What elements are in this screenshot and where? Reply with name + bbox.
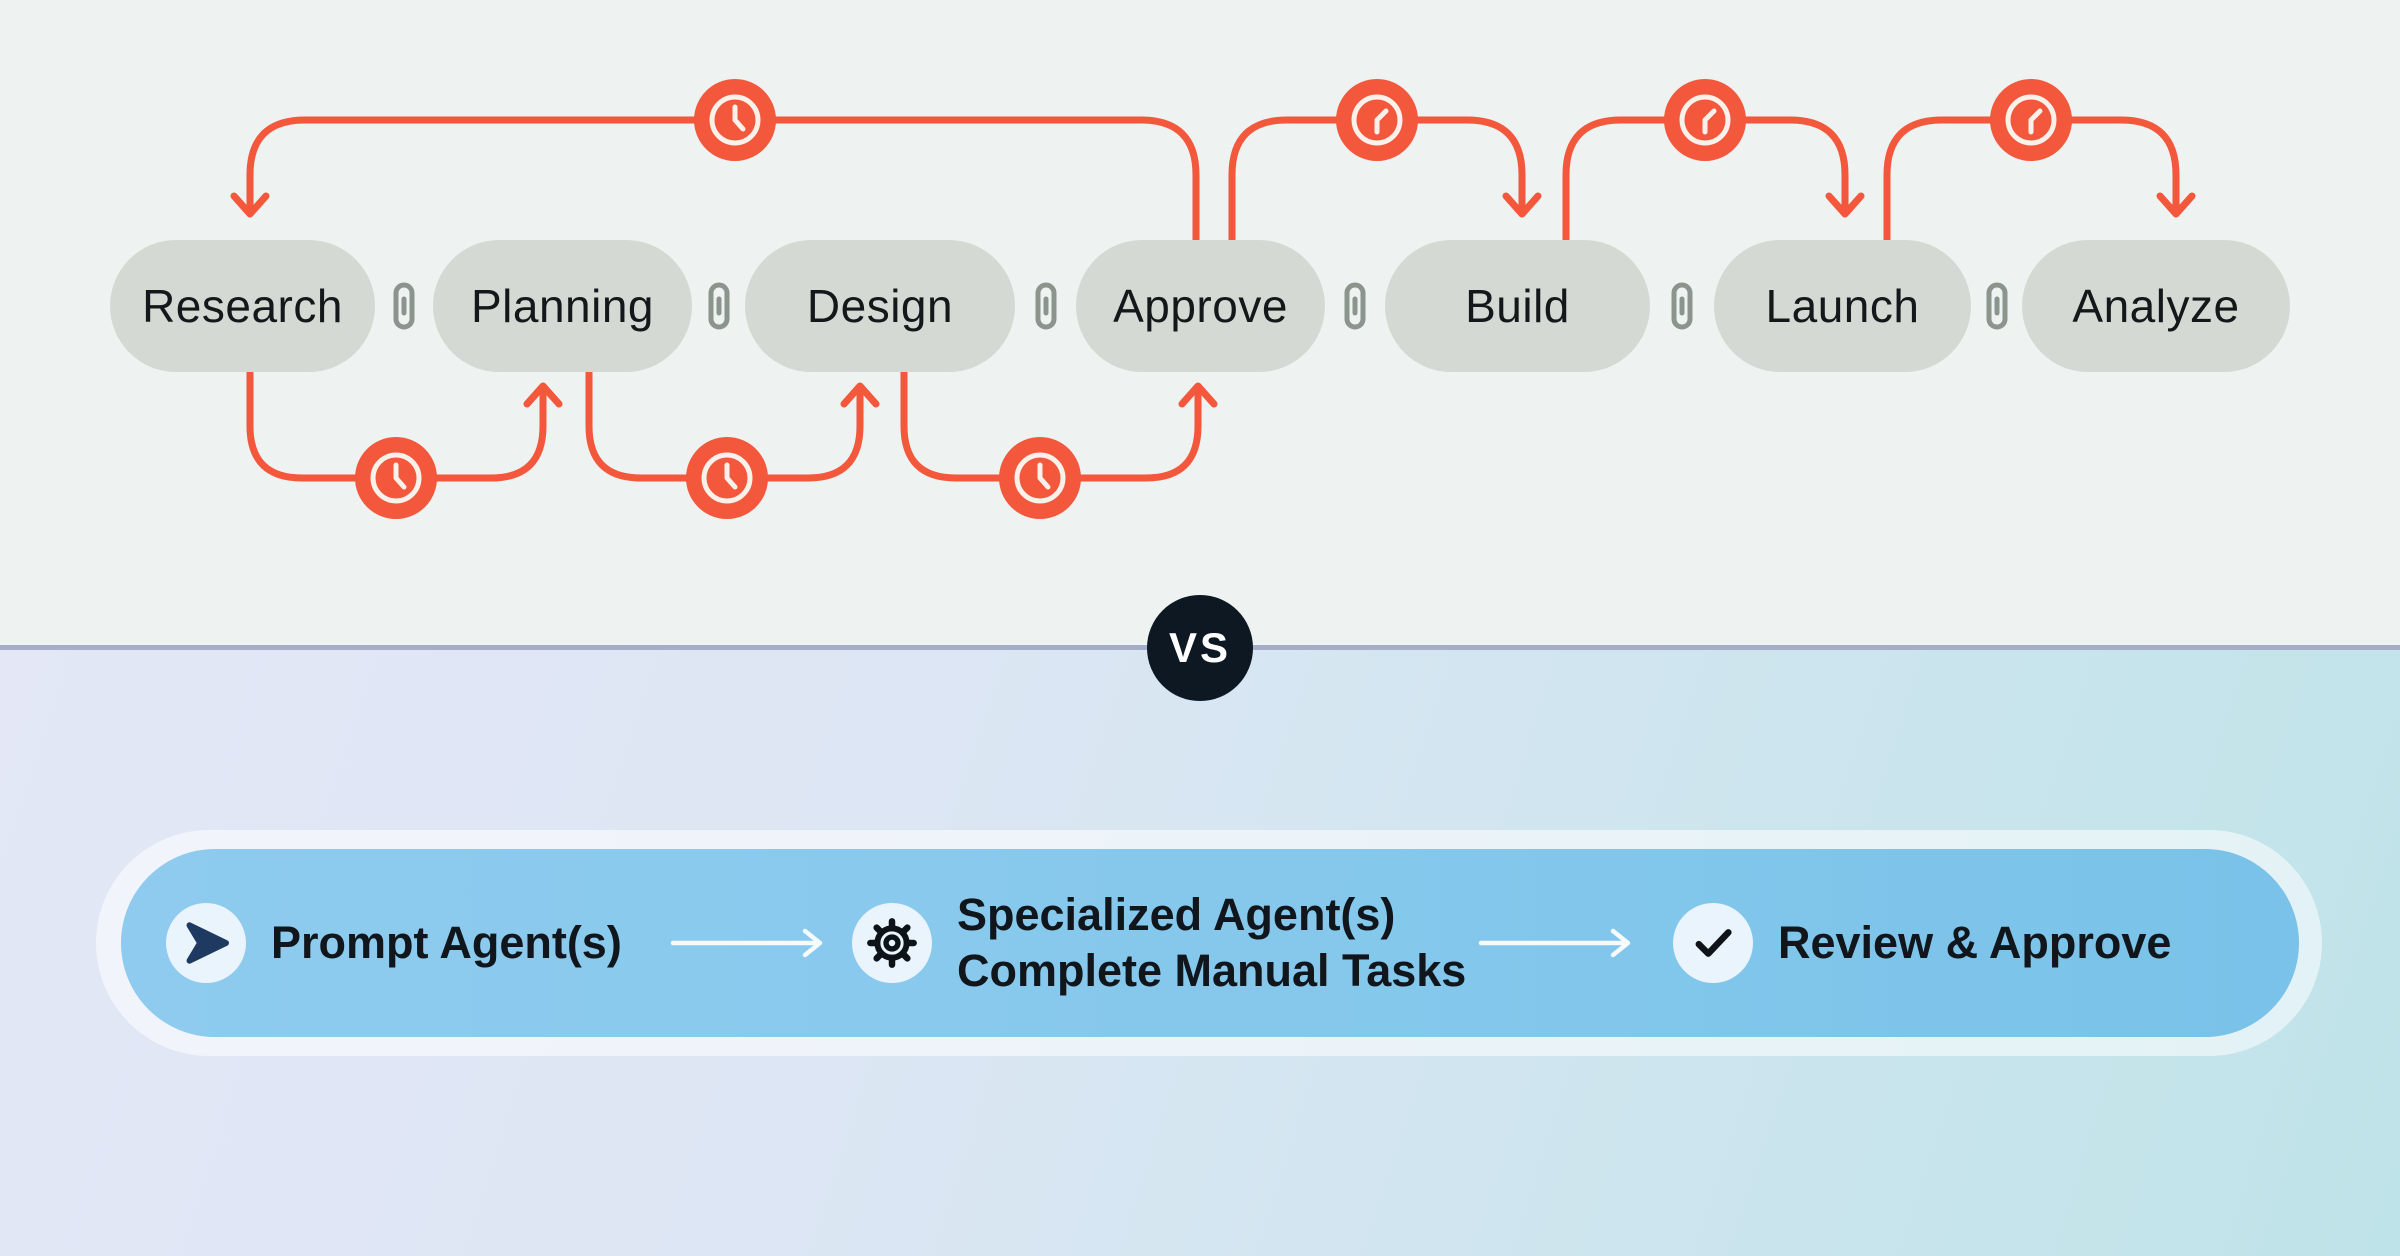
link-icon xyxy=(1035,282,1057,330)
arrowhead-into-analyze xyxy=(2156,192,2196,218)
workflow-loops-graphic xyxy=(230,79,2196,519)
arrowhead-into-research xyxy=(230,192,270,218)
arrowhead-into-planning xyxy=(523,382,563,408)
send-icon-circle xyxy=(166,903,246,983)
arrowhead-into-launch xyxy=(1825,192,1865,218)
link-icon xyxy=(1671,282,1693,330)
arrowhead-into-approve xyxy=(1178,382,1218,408)
step-launch: Launch xyxy=(1714,240,1971,372)
agent-step-label-line1: Specialized Agent(s) xyxy=(957,889,1396,940)
link-icon xyxy=(708,282,730,330)
link-icon xyxy=(1986,282,2008,330)
step-approve: Approve xyxy=(1076,240,1325,372)
agent-step-label: Prompt Agent(s) xyxy=(271,917,622,968)
step-research: Research xyxy=(110,240,375,372)
arrow-right-icon xyxy=(670,928,823,958)
step-design: Design xyxy=(745,240,1015,372)
send-icon xyxy=(186,922,230,964)
check-icon-circle xyxy=(1673,903,1753,983)
clock-icon xyxy=(686,437,768,519)
link-icon xyxy=(1344,282,1366,330)
clock-icon xyxy=(355,437,437,519)
check-icon xyxy=(1695,929,1732,957)
gear-icon xyxy=(867,918,917,968)
link-icon xyxy=(393,282,415,330)
step-planning: Planning xyxy=(433,240,692,372)
arrowhead-into-build xyxy=(1502,192,1542,218)
clock-icon xyxy=(694,79,776,161)
clock-icon xyxy=(999,437,1081,519)
clock-icon xyxy=(1664,79,1746,161)
step-build: Build xyxy=(1385,240,1650,372)
gear-icon-circle xyxy=(852,903,932,983)
agent-step-label: Review & Approve xyxy=(1778,917,2172,968)
clock-icon xyxy=(1990,79,2072,161)
clock-icon xyxy=(1336,79,1418,161)
step-analyze: Analyze xyxy=(2022,240,2290,372)
vs-badge: VS xyxy=(1147,595,1253,701)
arrowhead-into-design xyxy=(840,382,880,408)
agent-step-label-line2: Complete Manual Tasks xyxy=(957,945,1467,996)
agent-step-label: Specialized Agent(s) Complete Manual Tas… xyxy=(957,887,1466,999)
arrow-right-icon xyxy=(1478,928,1631,958)
agent-workflow-bar: Prompt Agent(s) Sp xyxy=(121,849,2299,1037)
